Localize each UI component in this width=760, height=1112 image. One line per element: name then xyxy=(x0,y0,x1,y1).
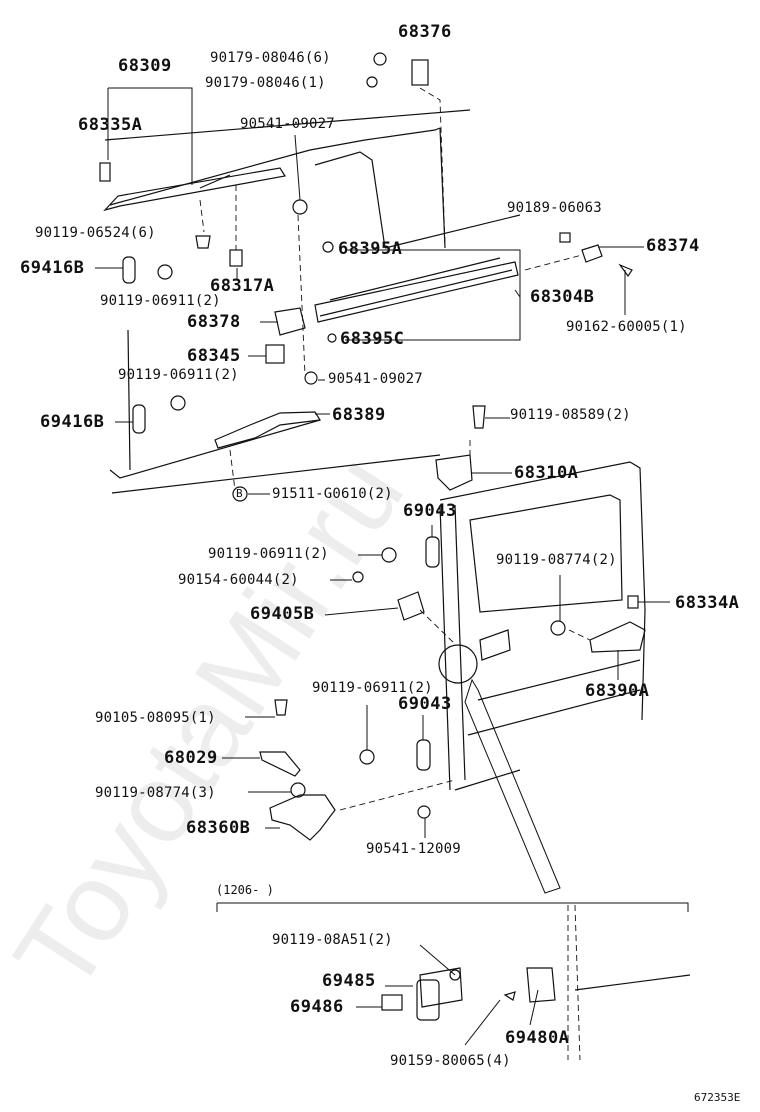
label-68335A: 68335A xyxy=(78,115,143,135)
part-68374 xyxy=(581,244,603,263)
label-69485: 69485 xyxy=(322,971,376,991)
label-68378: 68378 xyxy=(187,312,241,332)
label-90162-60005: 90162-60005(1) xyxy=(566,319,687,335)
nut-90179-a xyxy=(373,52,387,66)
detail-circle xyxy=(438,644,478,684)
clip-90541-c xyxy=(417,805,431,819)
label-68309: 68309 xyxy=(118,56,172,76)
label-90119-08774-a: 90119-08774(2) xyxy=(496,552,617,568)
label-69480A: 69480A xyxy=(505,1028,570,1048)
label-90119-06911-a: 90119-06911(2) xyxy=(100,293,221,309)
part-90189 xyxy=(559,232,571,243)
bolt-90119-08774-b xyxy=(290,782,306,798)
leader-lines xyxy=(95,87,689,1046)
label-90541-09027-b: 90541-09027 xyxy=(328,371,423,387)
part-68345 xyxy=(265,344,285,364)
label-69416B-a: 69416B xyxy=(20,258,85,278)
bracket-69405B xyxy=(397,591,425,621)
grommet-69043-a xyxy=(425,536,440,568)
part-68335A xyxy=(99,162,111,182)
nut-90179-b xyxy=(366,76,378,88)
clip-90541-a xyxy=(292,199,308,215)
label-68029: 68029 xyxy=(164,748,218,768)
label-68390A: 68390A xyxy=(585,681,650,701)
circle-b-label: B xyxy=(236,487,243,500)
screw-90162 xyxy=(618,263,633,278)
part-68376 xyxy=(411,59,429,86)
label-68360B: 68360B xyxy=(186,818,251,838)
grommet-69416B-a xyxy=(122,256,136,284)
grommet-69416B-b xyxy=(132,404,146,434)
part-68378 xyxy=(274,307,306,336)
label-90541-12009: 90541-12009 xyxy=(366,841,461,857)
label-90541-09027-a: 90541-09027 xyxy=(240,116,335,132)
label-90179-08046-1: 90179-08046(1) xyxy=(205,75,326,91)
arm-68389 xyxy=(214,411,322,449)
label-90189-06063: 90189-06063 xyxy=(507,200,602,216)
hinge-68360B xyxy=(269,794,336,841)
label-68334A: 68334A xyxy=(675,593,740,613)
bolt-90119-06911-a xyxy=(157,264,173,280)
label-69486: 69486 xyxy=(290,997,344,1017)
label-90119-06524: 90119-06524(6) xyxy=(35,225,156,241)
grommet-69043-b xyxy=(416,739,431,771)
label-90119-08589: 90119-08589(2) xyxy=(510,407,631,423)
bolt-90119-06911-c xyxy=(381,547,397,563)
label-68389: 68389 xyxy=(332,405,386,425)
bracket-68317A xyxy=(229,249,243,267)
bolt-90119-06911-b xyxy=(170,395,186,411)
circle-b xyxy=(232,486,248,502)
bracket-68029 xyxy=(259,751,301,777)
rail-68309 xyxy=(103,167,286,212)
label-68317A: 68317A xyxy=(210,276,275,296)
guide-lines xyxy=(199,87,591,1061)
label-90159-80065: 90159-80065(4) xyxy=(390,1053,511,1069)
label-68374: 68374 xyxy=(646,236,700,256)
label-68345: 68345 xyxy=(187,346,241,366)
label-68310A: 68310A xyxy=(514,463,579,483)
striker-68310A xyxy=(435,454,473,491)
bumper-68334A xyxy=(627,595,639,609)
label-90179-08046-6: 90179-08046(6) xyxy=(210,50,331,66)
label-90154-60044: 90154-60044(2) xyxy=(178,572,299,588)
clip-68395C xyxy=(327,333,337,343)
label-69043-a: 69043 xyxy=(403,501,457,521)
label-90105-08095: 90105-08095(1) xyxy=(95,710,216,726)
label-68304B: 68304B xyxy=(530,287,595,307)
label-90119-06911-c: 90119-06911(2) xyxy=(208,546,329,562)
diagram-id: 672353E xyxy=(694,1091,741,1104)
hinge-68390A xyxy=(589,621,646,653)
label-69405B: 69405B xyxy=(250,604,315,624)
clip-90541-b xyxy=(304,371,318,385)
label-90119-06911-b: 90119-06911(2) xyxy=(118,367,239,383)
rail-68304B xyxy=(314,257,519,323)
range-note: (1206- ) xyxy=(216,883,274,897)
bolt-90119-06524 xyxy=(195,235,211,249)
clip-68395A xyxy=(322,241,334,253)
inset-detail xyxy=(381,967,691,1021)
label-90119-08A51: 90119-08A51(2) xyxy=(272,932,393,948)
label-69043-b: 69043 xyxy=(398,694,452,714)
bolt-90105 xyxy=(274,699,288,716)
label-68376: 68376 xyxy=(398,22,452,42)
label-68395C: 68395C xyxy=(340,329,405,349)
bolt-90119-08589 xyxy=(472,405,486,429)
body-outline xyxy=(104,109,646,791)
label-91511-G0610: 91511-G0610(2) xyxy=(272,486,393,502)
label-90119-06911-d: 90119-06911(2) xyxy=(312,680,433,696)
label-68395A: 68395A xyxy=(338,239,403,259)
screw-90154 xyxy=(352,571,364,583)
bolt-90119-08774-a xyxy=(550,620,566,636)
bolt-90119-06911-d xyxy=(359,749,375,765)
label-69416B-b: 69416B xyxy=(40,412,105,432)
label-90119-08774-b: 90119-08774(3) xyxy=(95,785,216,801)
